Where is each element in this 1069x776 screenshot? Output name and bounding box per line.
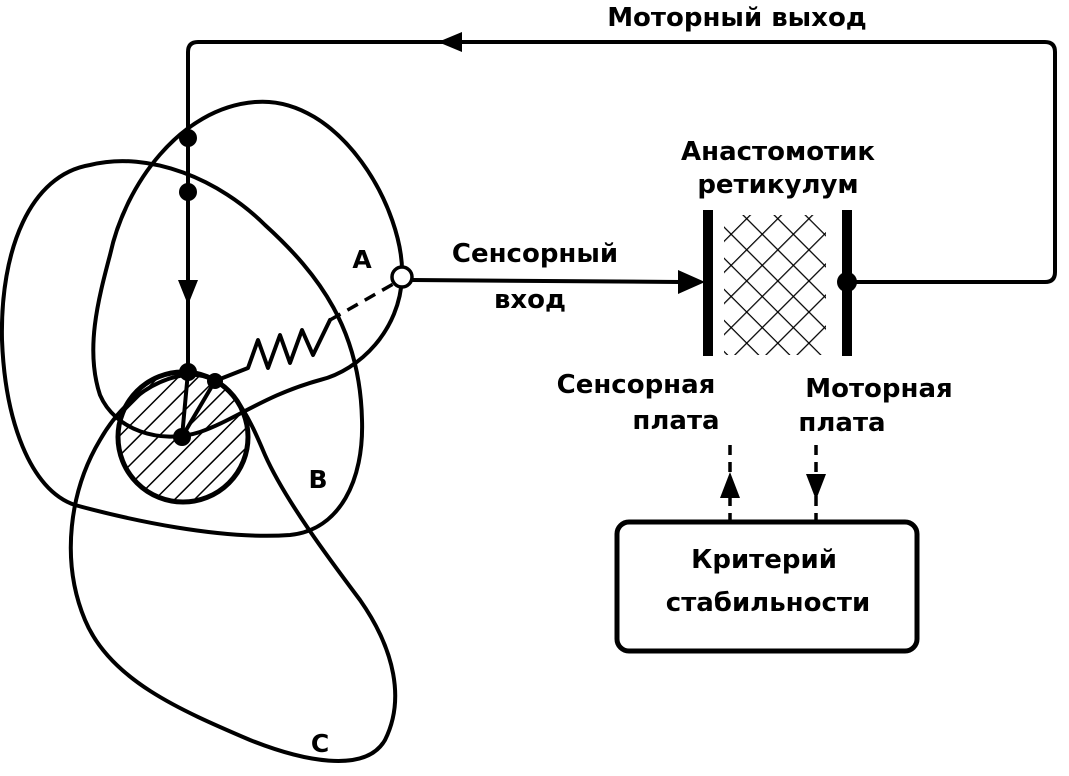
motor-plate-label-2: плата [798,408,885,438]
spring-dashed-line [329,281,396,322]
sensory-input-arrowhead [678,270,705,294]
reticulum-label-2: ретикулум [697,170,858,200]
region-b-curve [0,159,365,538]
sensory-input-label-2: вход [494,285,566,315]
sensory-plate-arrowhead [720,472,740,498]
state-line-diagonal [180,379,217,439]
motor-output-label: Моторный выход [607,3,867,33]
node-second [179,183,197,201]
criterion-label-2: стабильности [666,588,870,618]
motor-plate-label-1: Моторная [805,374,952,404]
state-point [173,428,191,446]
region-a-label: A [352,245,372,274]
state-line-vertical [180,370,190,439]
reticulum-label-1: Анастомотик [681,137,875,167]
criterion-label-1: Критерий [691,545,837,575]
sensory-plate-label-2: плата [632,406,719,436]
node-top [179,129,197,147]
stability-criterion-box [614,519,920,654]
sensory-input-label-1: Сенсорный [452,239,618,269]
sensory-input-node [390,265,414,289]
motor-output-arrowhead [438,32,462,52]
sensory-input-line [410,278,682,284]
region-c-curve [68,372,398,763]
region-b-label: B [308,465,327,494]
reticulum-mesh [724,215,826,355]
motor-plate-node [837,272,857,292]
downward-arrowhead [178,280,198,305]
spring-zigzag [213,318,332,383]
motor-output-loop [186,40,1057,374]
motor-plate-arrowhead [806,474,826,500]
region-c-label: C [311,729,329,758]
sensory-plate-label-1: Сенсорная [557,370,716,400]
